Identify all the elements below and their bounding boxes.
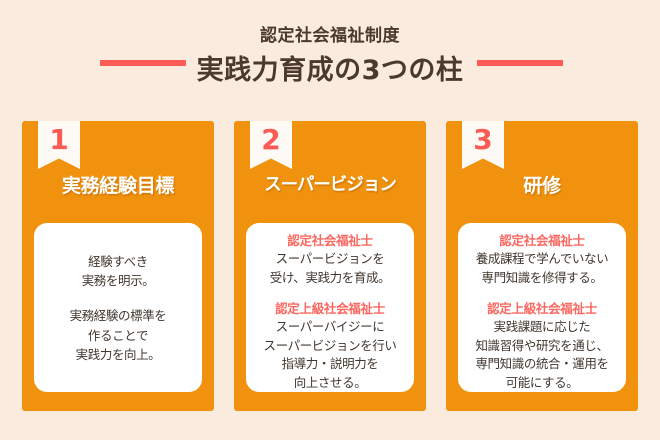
page-header: 認定社会福祉制度 実践力育成の3つの柱 (0, 0, 660, 110)
pillar-card-list: 1 実務経験目標 経験すべき 実務を明示。 実務経験の標準を 作ることで 実践力… (22, 121, 638, 411)
ribbon-banner-3: 3 (462, 121, 504, 169)
header-rule-left (100, 60, 186, 66)
pillar-block: 認定上級社会福祉士 スーパーバイジーに スーパービジョンを行い 指導力・説明力を… (252, 300, 408, 392)
pillar-card-title-2: スーパービジョン (264, 175, 397, 195)
pillar-block-body: 実務経験の標準を 作ることで 実践力を向上。 (69, 308, 167, 363)
pillar-block-heading: 認定社会福祉士 (287, 233, 373, 248)
pillar-block: 経験すべき 実務を明示。 (40, 252, 196, 291)
pillar-card-1: 1 実務経験目標 経験すべき 実務を明示。 実務経験の標準を 作ることで 実践力… (22, 121, 214, 411)
pillar-panel-2: 認定社会福祉士 スーパービジョンを 受け、実践力を育成。 認定上級社会福祉士 ス… (246, 223, 414, 392)
pillar-block: 認定上級社会福祉士 実践課題に応じた 知識習得や研究を通じ、 専門知識の統合・運… (464, 300, 620, 392)
pillar-block-body: 経験すべき 実務を明示。 (81, 253, 155, 288)
pillar-block: 実務経験の標準を 作ることで 実践力を向上。 (40, 306, 196, 364)
ribbon-number-3: 3 (473, 123, 493, 156)
pillar-block: 認定社会福祉士 スーパービジョンを 受け、実践力を育成。 (252, 232, 408, 287)
pillar-block-heading: 認定上級社会福祉士 (487, 301, 597, 317)
pillar-card-title-3: 研修 (523, 175, 561, 197)
pillar-block-body: 養成課程で学んでいない 専門知識を修得する。 (475, 251, 609, 285)
pillar-panel-3: 認定社会福祉士 養成課程で学んでいない 専門知識を修得する。 認定上級社会福祉士… (458, 223, 626, 392)
ribbon-banner-2: 2 (250, 121, 292, 169)
pillar-block-body: スーパービジョンを 受け、実践力を育成。 (269, 251, 391, 285)
pillar-block-heading: 認定上級社会福祉士 (275, 301, 385, 317)
pillar-block: 認定社会福祉士 養成課程で学んでいない 専門知識を修得する。 (464, 232, 620, 287)
pillar-block-body: スーパーバイジーに スーパービジョンを行い 指導力・説明力を 向上させる。 (263, 319, 397, 390)
pillar-block-body: 実践課題に応じた 知識習得や研究を通じ、 専門知識の統合・運用を 可能にする。 (475, 319, 609, 390)
ribbon-number-1: 1 (49, 123, 69, 156)
pillar-panel-1: 経験すべき 実務を明示。 実務経験の標準を 作ることで 実践力を向上。 (34, 223, 202, 392)
page-title: 実践力育成の3つの柱 (196, 55, 464, 86)
pillar-card-2: 2 スーパービジョン 認定社会福祉士 スーパービジョンを 受け、実践力を育成。 … (234, 121, 426, 411)
header-rule-right (477, 60, 563, 66)
pillar-card-title-1: 実務経験目標 (61, 175, 175, 197)
ribbon-number-2: 2 (261, 123, 281, 156)
ribbon-banner-1: 1 (38, 121, 80, 169)
header-subtitle: 認定社会福祉制度 (260, 26, 400, 46)
pillar-block-heading: 認定社会福祉士 (499, 233, 585, 248)
pillar-card-3: 3 研修 認定社会福祉士 養成課程で学んでいない 専門知識を修得する。 認定上級… (446, 121, 638, 411)
